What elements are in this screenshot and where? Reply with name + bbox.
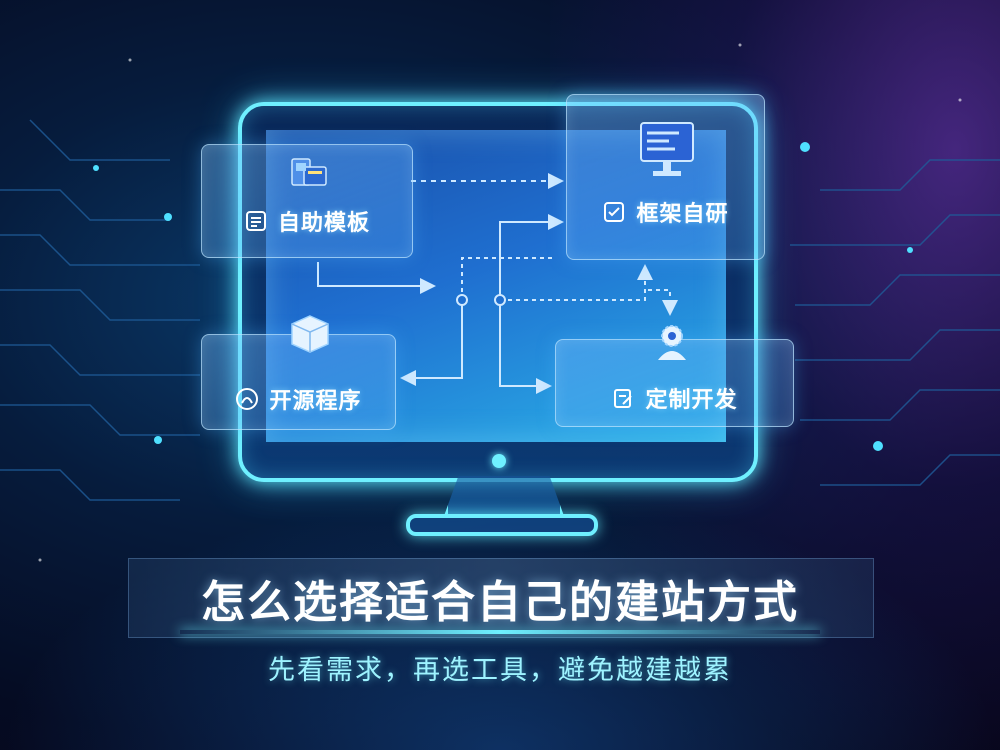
card-opensource-label: 开源程序 xyxy=(269,389,362,414)
page-title: 怎么选择适合自己的建站方式 xyxy=(201,577,799,628)
website-builder-icon xyxy=(291,158,327,186)
monitor-stand-base xyxy=(406,514,598,536)
card-template-row: 自助模板 xyxy=(244,205,370,237)
card-framework-row: 框架自研 xyxy=(602,196,728,228)
card-self-service-template[interactable]: 自助模板 xyxy=(201,144,413,258)
card-open-source-program[interactable]: 开源程序 xyxy=(201,334,396,430)
package-box-icon xyxy=(291,315,329,353)
card-template-label: 自助模板 xyxy=(277,211,370,236)
document-list-icon xyxy=(245,211,266,231)
power-indicator-icon xyxy=(492,454,506,468)
clipboard-edit-icon xyxy=(614,389,633,408)
page-subtitle: 先看需求，再选工具，避免越建越累 xyxy=(268,655,732,686)
code-monitor-icon xyxy=(640,122,694,176)
card-framework-self-developed[interactable]: 框架自研 xyxy=(566,94,765,260)
card-custom-label: 定制开发 xyxy=(645,388,738,413)
gear-person-icon xyxy=(658,325,686,360)
title-banner xyxy=(128,558,874,638)
title-underline-glow xyxy=(180,630,820,634)
card-custom-row: 定制开发 xyxy=(611,382,737,414)
checklist-icon xyxy=(604,202,625,222)
monitor-stand-neck xyxy=(444,476,564,516)
card-framework-label: 框架自研 xyxy=(636,202,729,227)
card-opensource-row: 开源程序 xyxy=(235,383,361,415)
open-source-logo-icon xyxy=(236,388,259,410)
